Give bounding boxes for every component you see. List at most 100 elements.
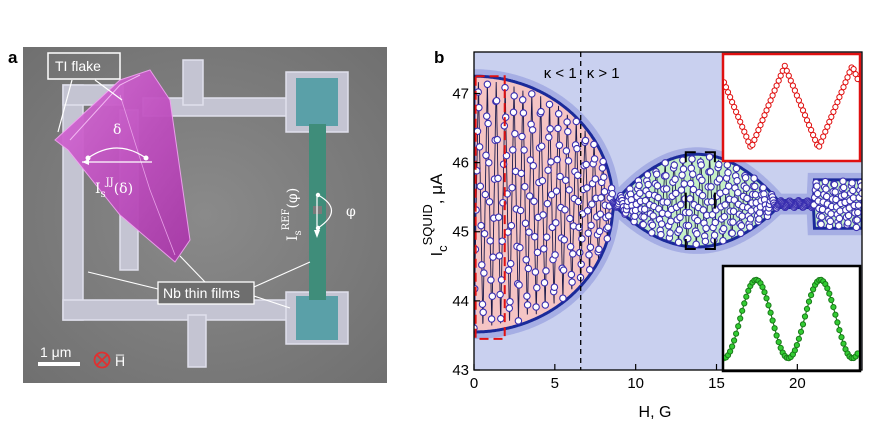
- inset-point: [846, 69, 853, 76]
- data-point: [561, 176, 570, 184]
- data-point: [478, 261, 486, 269]
- data-point: [495, 252, 504, 260]
- data-point: [667, 217, 675, 226]
- inset-green: [721, 264, 862, 373]
- data-point: [506, 259, 515, 268]
- data-point: [698, 176, 706, 185]
- data-point: [494, 174, 502, 183]
- data-point: [588, 200, 596, 208]
- inset-point: [824, 123, 831, 130]
- data-point: [493, 135, 502, 144]
- data-point: [844, 211, 853, 220]
- data-point: [698, 191, 707, 200]
- data-point: [596, 210, 605, 218]
- data-point: [483, 80, 492, 89]
- data-point: [498, 237, 506, 245]
- inset-point: [753, 131, 760, 139]
- data-point: [721, 201, 729, 209]
- inset-point: [759, 284, 766, 291]
- data-point: [547, 158, 555, 166]
- data-point: [488, 292, 497, 300]
- svg-text:IsREF(φ): IsREF(φ): [281, 188, 304, 241]
- data-point: [738, 212, 746, 220]
- data-point: [711, 218, 720, 227]
- data-point: [670, 161, 679, 169]
- data-point: [523, 292, 531, 300]
- data-point: [521, 219, 530, 228]
- data-point: [595, 227, 604, 236]
- data-point: [835, 214, 844, 223]
- data-point: [746, 223, 754, 231]
- inset-point: [803, 305, 811, 312]
- data-points: [474, 80, 862, 332]
- inset-point: [773, 82, 780, 89]
- data-point: [640, 205, 649, 213]
- data-point: [685, 208, 693, 217]
- inset-point: [755, 126, 762, 134]
- inset-point: [735, 323, 742, 330]
- data-point: [854, 208, 862, 217]
- data-point: [529, 161, 538, 170]
- data-point: [537, 107, 545, 116]
- inset-point: [743, 293, 750, 300]
- data-point: [507, 221, 516, 230]
- data-point: [674, 238, 683, 247]
- data-point: [689, 185, 698, 194]
- y-tick-label: 43: [452, 362, 469, 379]
- data-point: [565, 186, 573, 194]
- data-point: [666, 229, 674, 237]
- data-point: [751, 182, 759, 191]
- data-point: [648, 221, 657, 230]
- data-point: [743, 194, 751, 203]
- data-point: [732, 164, 741, 173]
- data-point: [561, 206, 569, 214]
- inset-point: [733, 330, 740, 337]
- data-point: [654, 193, 662, 202]
- data-point: [559, 294, 567, 302]
- data-point: [564, 127, 572, 136]
- data-point: [742, 184, 751, 192]
- data-point: [538, 176, 547, 185]
- data-point: [849, 186, 857, 195]
- zoom-box-black: [684, 151, 716, 251]
- data-point: [515, 281, 523, 289]
- inset-point: [773, 332, 780, 339]
- inset-point: [769, 317, 776, 324]
- data-point: [582, 160, 590, 169]
- data-point: [736, 229, 745, 238]
- data-point: [477, 221, 485, 230]
- inset-point: [830, 304, 837, 311]
- data-point: [540, 245, 548, 253]
- data-point: [547, 190, 556, 199]
- inset-point: [749, 141, 756, 148]
- kappa-right-label: κ > 1: [587, 65, 620, 82]
- data-point: [585, 251, 593, 259]
- data-point: [539, 211, 547, 219]
- y-axis-label: IcSQUID, μA: [420, 173, 450, 256]
- data-point: [710, 231, 719, 239]
- sem-image: TI flake δ IsJJ(δ) IsREF(φ) φ Nb thin fi…: [23, 47, 387, 383]
- data-point: [813, 189, 822, 198]
- inset-point: [805, 298, 813, 305]
- data-point: [679, 165, 688, 173]
- data-point: [715, 160, 723, 169]
- data-point: [697, 161, 705, 169]
- data-point: [545, 133, 553, 141]
- data-point: [639, 220, 648, 229]
- data-point: [552, 219, 560, 227]
- data-point: [640, 213, 648, 221]
- data-point: [644, 180, 652, 189]
- data-point: [746, 215, 755, 223]
- x-tick-label: 5: [551, 375, 559, 392]
- x-tick-label: 20: [789, 375, 806, 392]
- data-point: [480, 269, 488, 277]
- data-point: [676, 213, 684, 222]
- data-point: [653, 182, 662, 190]
- inset-point: [824, 285, 831, 292]
- data-point: [741, 173, 750, 182]
- data-point: [528, 90, 536, 98]
- data-point: [678, 171, 686, 179]
- data-point: [563, 118, 571, 126]
- data-point: [518, 132, 526, 141]
